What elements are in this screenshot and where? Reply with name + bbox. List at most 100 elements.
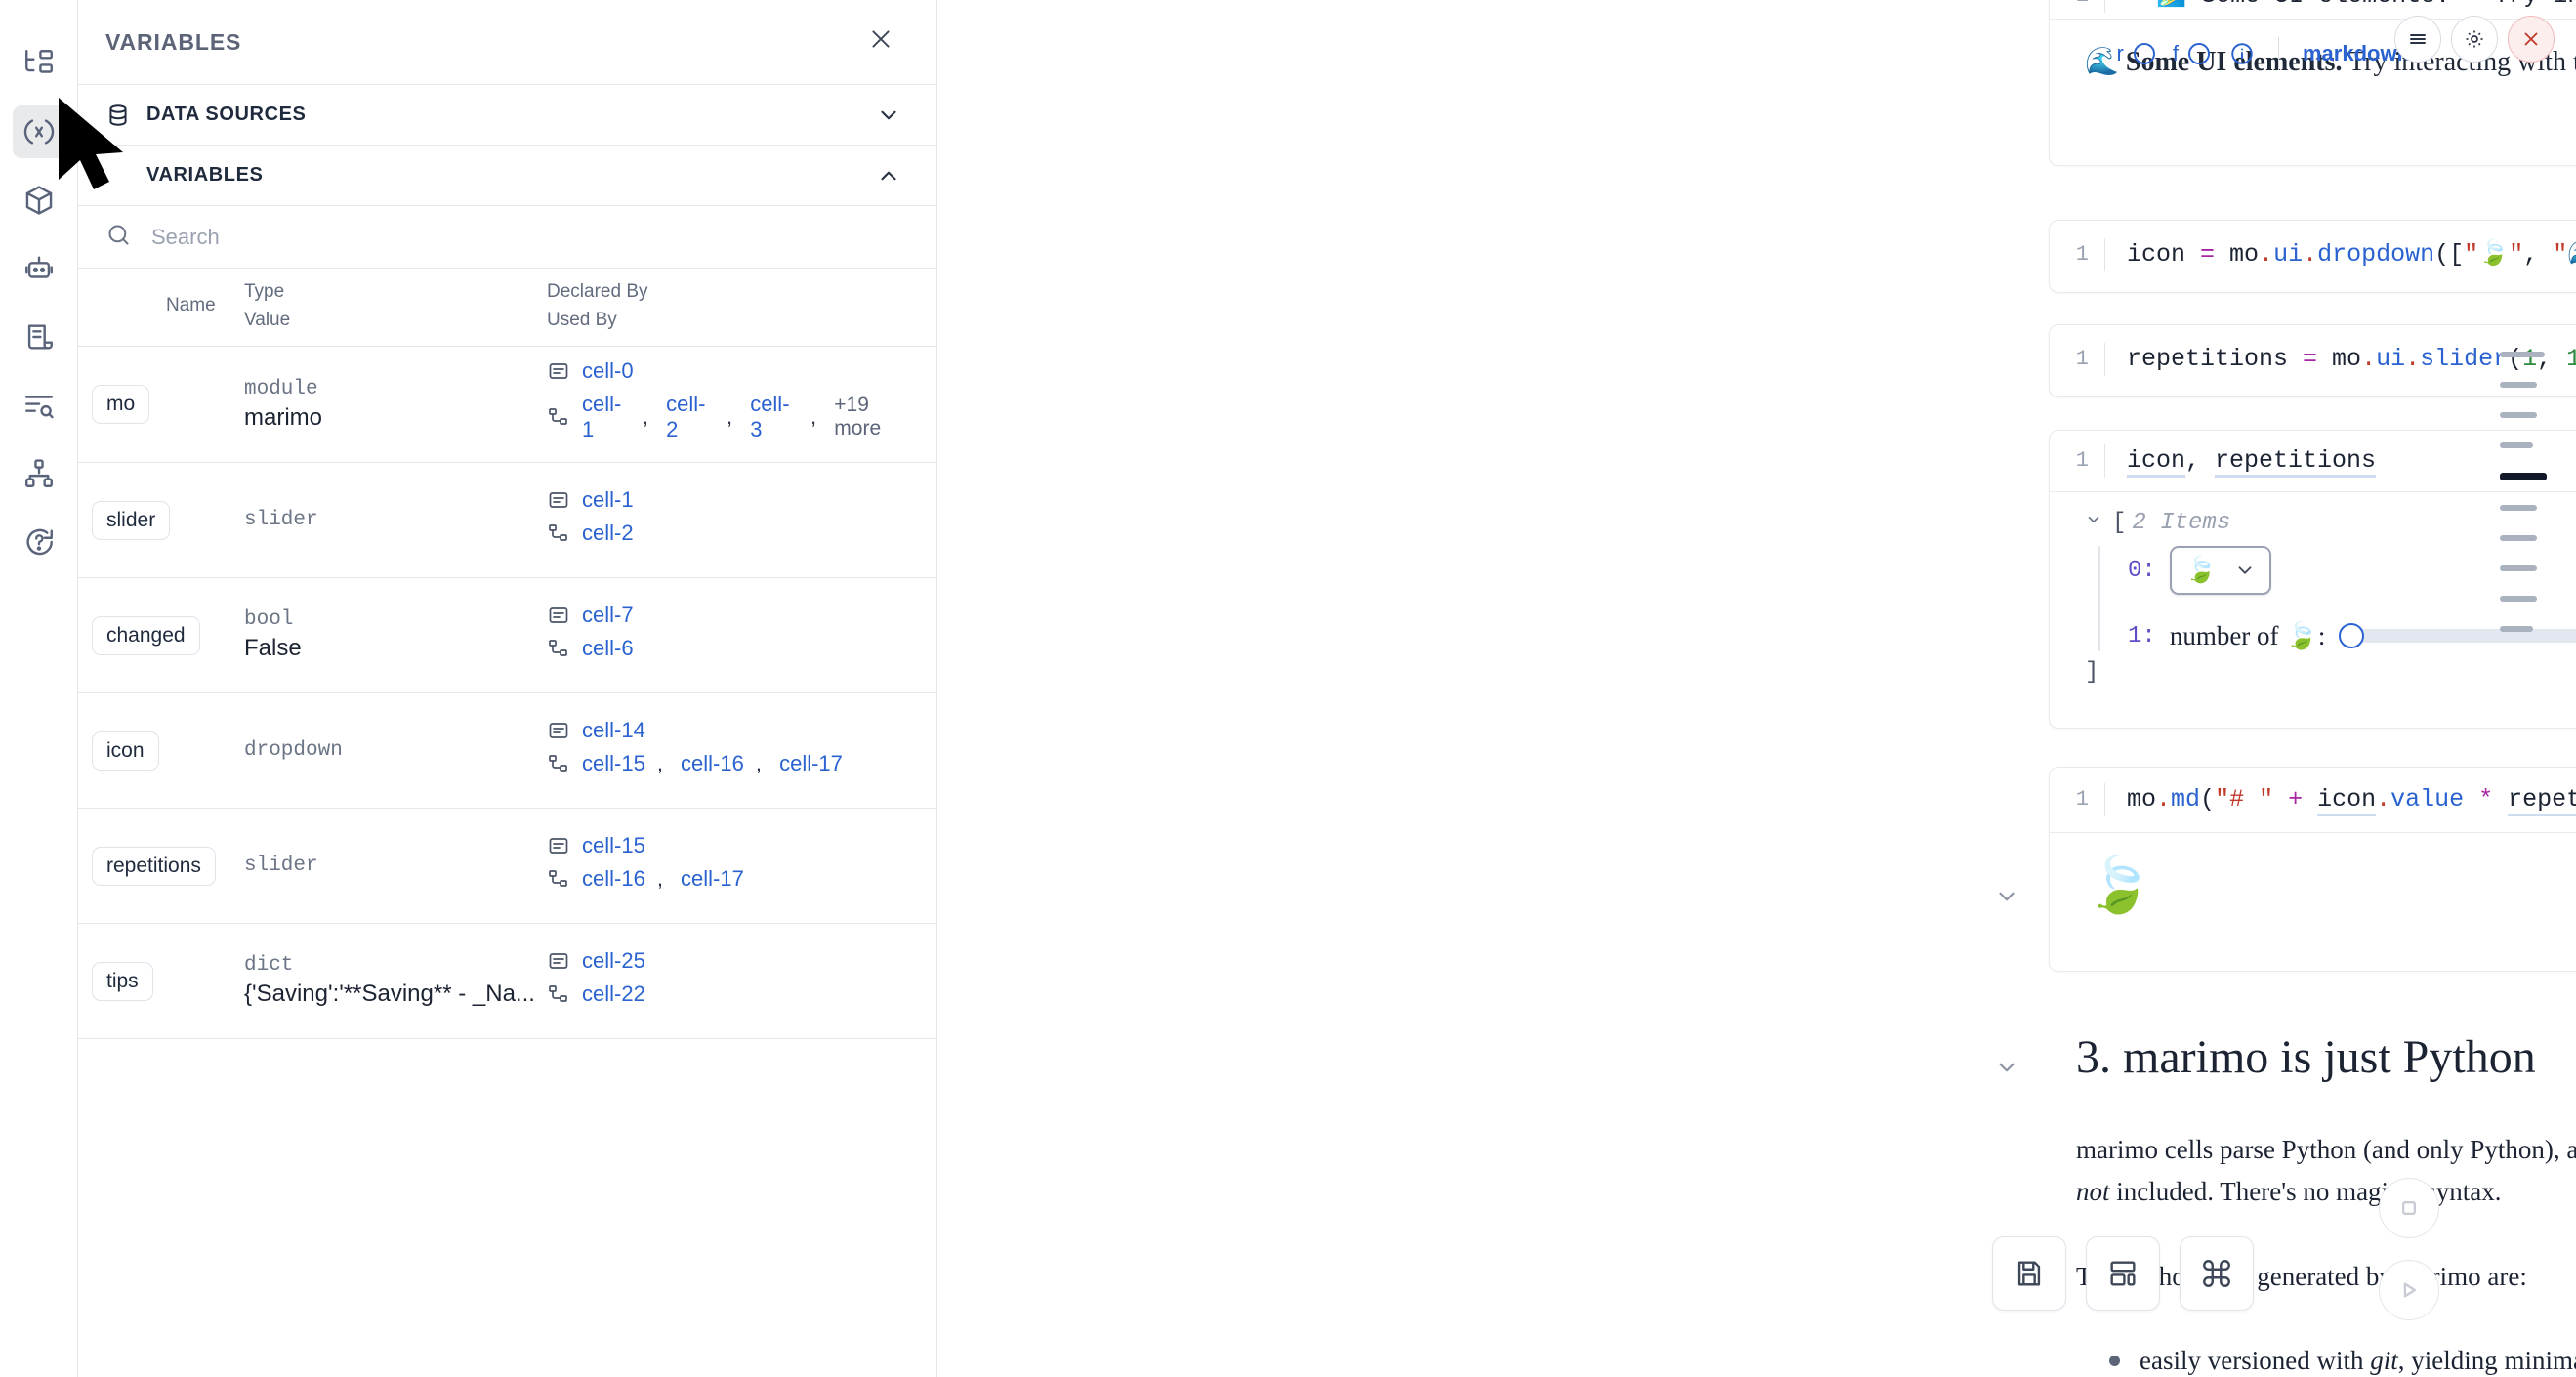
ai-assistant-icon[interactable]: [13, 242, 65, 295]
save-button[interactable]: [1992, 1236, 2066, 1311]
notebook-cell-md[interactable]: 1 mo.md("# " + icon.value * repetitions.…: [2049, 767, 2576, 972]
line-number: 1: [2075, 787, 2089, 812]
variable-name-chip[interactable]: changed: [92, 615, 200, 655]
chevron-up-icon[interactable]: [876, 163, 901, 188]
collapse-chevron-md-cell[interactable]: [1994, 884, 2019, 914]
chevron-down-icon[interactable]: [2085, 510, 2102, 536]
variable-type: bool: [244, 608, 294, 631]
f-toggle-icon[interactable]: [2187, 43, 2210, 64]
minimap-tick[interactable]: [2500, 412, 2537, 418]
close-icon[interactable]: [2508, 16, 2555, 63]
minimap-tick[interactable]: [2500, 352, 2545, 357]
variable-value: False: [244, 635, 302, 661]
chevron-down-icon[interactable]: [876, 103, 901, 128]
notebook-cell-slider[interactable]: 1 repetitions = mo.ui.slider(1, 16, labe…: [2049, 324, 2576, 397]
cell-link[interactable]: cell-14: [582, 717, 645, 742]
variable-name-chip[interactable]: tips: [92, 961, 153, 1001]
variable-name-chip[interactable]: repetitions: [92, 846, 216, 886]
variables-table-header: Name Type Value Declared By Used By: [78, 269, 936, 347]
cell-mode-f[interactable]: f: [2173, 41, 2210, 66]
cell-link[interactable]: cell-25: [582, 947, 645, 973]
minimap-tick[interactable]: [2500, 596, 2537, 602]
scratchpad-icon[interactable]: [13, 311, 65, 363]
cell-link[interactable]: cell-15: [582, 750, 645, 775]
hamburger-icon[interactable]: [2394, 16, 2441, 63]
minimap-tick-active[interactable]: [2500, 473, 2547, 480]
section-data-sources[interactable]: DATA SOURCES: [78, 85, 936, 146]
cell-link[interactable]: cell-17: [681, 865, 744, 891]
variable-name-chip[interactable]: mo: [92, 385, 150, 424]
minimap-tick[interactable]: [2500, 565, 2537, 571]
code-content[interactable]: mo.md("# " + icon.value * repetitions.va…: [2104, 783, 2576, 816]
close-panel-button[interactable]: [860, 22, 901, 62]
bullet-icon: [2109, 1355, 2120, 1366]
dependency-graph-icon[interactable]: [13, 447, 65, 500]
code-content[interactable]: ""🏄 Some UI elements."" Try interacting …: [2104, 0, 2576, 13]
code-token: dropdown: [2317, 240, 2435, 269]
r-toggle-icon[interactable]: [2133, 43, 2155, 64]
used-by-row: cell-2: [547, 521, 917, 546]
minimap-scrollbar[interactable]: [2500, 352, 2555, 656]
logs-search-icon[interactable]: [13, 379, 65, 432]
cell-link[interactable]: cell-16: [681, 750, 744, 775]
minimap-tick[interactable]: [2500, 505, 2537, 511]
collapse-chevron-section[interactable]: [1994, 1055, 2019, 1085]
slider-track[interactable]: [2356, 629, 2576, 643]
cell-mode-r[interactable]: r: [2117, 41, 2155, 66]
play-icon[interactable]: [2379, 1260, 2439, 1320]
code-token: =: [2200, 240, 2230, 269]
cell-link[interactable]: cell-16: [582, 865, 645, 891]
code-content[interactable]: icon = mo.ui.dropdown(["🍃", "🌊", "✨"], v…: [2104, 238, 2576, 271]
minimap-tick[interactable]: [2500, 535, 2537, 541]
bullet-text-b: , yielding minimal diffs: [2397, 1345, 2576, 1375]
code-token: (: [2200, 785, 2216, 814]
minimap-tick[interactable]: [2500, 382, 2537, 388]
cell-link[interactable]: cell-17: [779, 750, 843, 775]
minimap-tick[interactable]: [2500, 442, 2533, 448]
packages-icon[interactable]: [13, 174, 65, 227]
info-icon[interactable]: [2229, 41, 2255, 66]
section-variables[interactable]: VARIABLES: [78, 146, 936, 206]
cell-link[interactable]: cell-3: [750, 392, 790, 441]
variable-name-chip[interactable]: icon: [92, 730, 159, 771]
cell-link[interactable]: cell-6: [582, 635, 634, 660]
notebook-cell-ui-output[interactable]: 1 icon, repetitions [ 2 Items 0:: [2049, 430, 2576, 729]
slider-thumb[interactable]: [2339, 623, 2365, 648]
gear-icon[interactable]: [2451, 16, 2498, 63]
dropdown-widget[interactable]: 🍃: [2169, 546, 2272, 595]
cell-link[interactable]: cell-15: [582, 832, 645, 857]
code-token: .: [2156, 785, 2172, 814]
cell-link[interactable]: cell-7: [582, 602, 634, 627]
code-content[interactable]: icon, repetitions: [2104, 444, 2576, 478]
more-label[interactable]: +19 more: [834, 394, 882, 439]
minimap-tick[interactable]: [2500, 626, 2533, 632]
search-input[interactable]: [149, 223, 909, 251]
cell-link[interactable]: cell-2: [666, 392, 706, 441]
cell-link[interactable]: cell-1: [582, 486, 634, 512]
layout-button[interactable]: [2086, 1236, 2160, 1311]
declared-by-icon: [547, 949, 570, 973]
file-tree-icon[interactable]: [13, 37, 65, 90]
command-palette-button[interactable]: [2180, 1236, 2254, 1311]
cell-link[interactable]: cell-22: [582, 981, 645, 1006]
notebook-cell-dropdown[interactable]: 1 icon = mo.ui.dropdown(["🍃", "🌊", "✨"],…: [2049, 220, 2576, 293]
list-output-header[interactable]: [ 2 Items: [2085, 510, 2576, 536]
cell-link[interactable]: cell-2: [582, 520, 634, 545]
help-icon[interactable]: [13, 516, 65, 568]
code-content[interactable]: repetitions = mo.ui.slider(1, 16, label=…: [2104, 343, 2576, 376]
slider-widget[interactable]: [2339, 623, 2576, 648]
code-token: ui: [2273, 240, 2304, 269]
cell-link[interactable]: cell-0: [582, 358, 634, 383]
cell-language-label[interactable]: markdown: [2302, 41, 2410, 65]
cell-link[interactable]: cell-1: [582, 392, 622, 441]
variables-icon[interactable]: [12, 105, 65, 158]
variable-name-chip[interactable]: slider: [92, 500, 171, 540]
section-content: 3. marimo is just Python marimo cells pa…: [2076, 1030, 2576, 1377]
stop-icon[interactable]: [2379, 1178, 2439, 1238]
